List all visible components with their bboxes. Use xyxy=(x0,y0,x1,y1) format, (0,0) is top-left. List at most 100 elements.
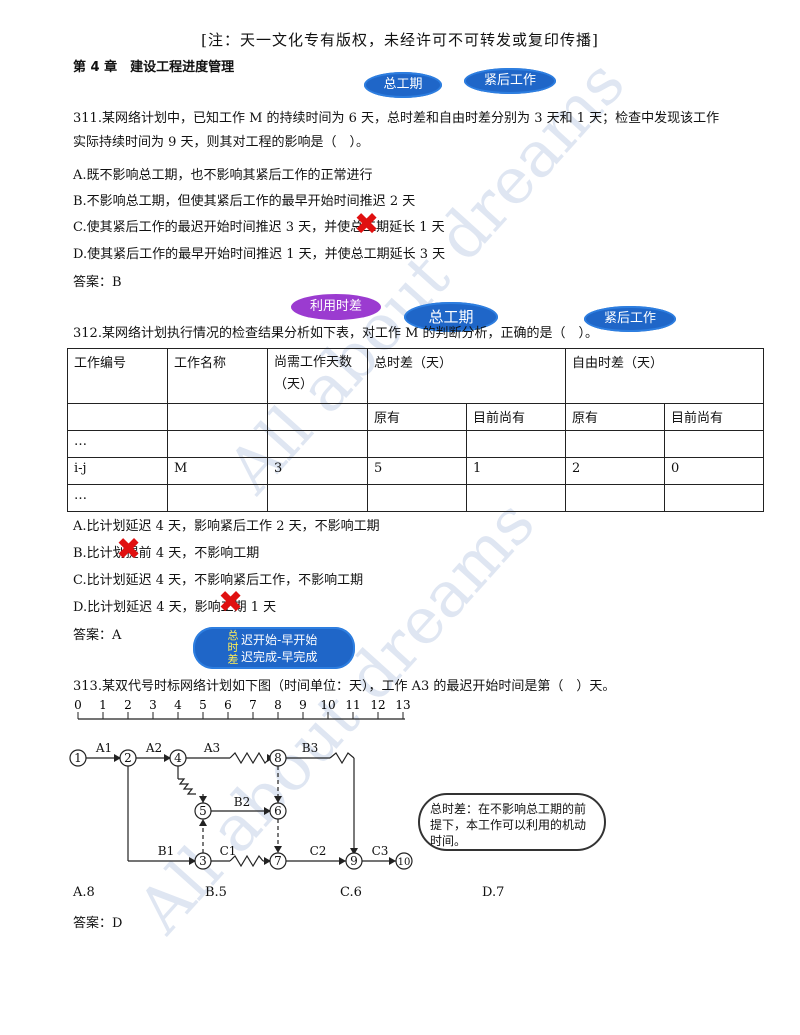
activity-label: B3 xyxy=(302,741,318,755)
node-8: 8 xyxy=(269,749,287,767)
q313-option-d: D.7 xyxy=(482,885,505,900)
axis-tick-label: 4 xyxy=(174,698,182,712)
node-2: 2 xyxy=(119,749,137,767)
q312-table: 工作编号 工作名称 尚需工作天数（天） 总时差（天） 自由时差（天） 原有 目前… xyxy=(67,348,764,512)
activity-label: C2 xyxy=(310,844,327,858)
table-cell xyxy=(367,430,467,458)
activity-label: C3 xyxy=(372,844,389,858)
table-header: 原有 xyxy=(565,403,665,431)
axis-tick-label: 12 xyxy=(370,698,385,712)
activity-label: A3 xyxy=(203,741,220,755)
q313-answer: 答案：D xyxy=(73,916,123,931)
node-9: 9 xyxy=(345,852,363,870)
table-cell: … xyxy=(67,484,168,512)
svg-text:6: 6 xyxy=(274,804,282,818)
node-3: 3 xyxy=(194,852,212,870)
node-7: 7 xyxy=(269,852,287,870)
table-cell xyxy=(565,430,665,458)
svg-text:10: 10 xyxy=(398,857,411,868)
table-header: 总时差（天） xyxy=(367,348,566,404)
table-cell xyxy=(167,430,268,458)
float-rule-side-label: 总时差 xyxy=(227,629,239,666)
q313-option-a: A.8 xyxy=(73,885,95,900)
axis-tick-label: 13 xyxy=(395,698,410,712)
chapter-title: 第 4 章 建设工程进度管理 xyxy=(73,60,235,75)
float-definition-note: 总时差：在不影响总工期的前提下，本工作可以利用的机动时间。 xyxy=(418,793,606,851)
q311-stem-line1: 311.某网络计划中，已知工作 M 的持续时间为 6 天，总时差和自由时差分别为… xyxy=(73,111,720,126)
table-header: 目前尚有 xyxy=(466,403,566,431)
svg-text:2: 2 xyxy=(124,751,132,765)
axis-tick-label: 7 xyxy=(249,698,257,712)
table-cell xyxy=(267,430,368,458)
axis-tick-label: 11 xyxy=(345,698,360,712)
table-cell xyxy=(267,484,368,512)
table-cell: 2 xyxy=(565,457,665,485)
table-cell: 3 xyxy=(267,457,368,485)
table-header: 工作名称 xyxy=(167,348,268,404)
svg-text:5: 5 xyxy=(199,804,207,818)
table-header: 原有 xyxy=(367,403,467,431)
q312-option-b: B.比计划提前 4 天，不影响工期 xyxy=(73,546,260,561)
activity-label: A2 xyxy=(145,741,162,755)
svg-text:8: 8 xyxy=(274,751,282,765)
axis-tick-label: 5 xyxy=(199,698,207,712)
annotation-bubble-utilize-float: 利用时差 xyxy=(291,294,381,320)
axis-tick-label: 9 xyxy=(299,698,307,712)
table-row: i-j M 3 5 1 2 0 xyxy=(67,457,764,485)
table-cell: 1 xyxy=(466,457,566,485)
cross-mark-icon: ✖ xyxy=(354,207,380,242)
time-axis-ticks xyxy=(77,712,404,719)
q312-option-c: C.比计划延迟 4 天，不影响紧后工作，不影响工期 xyxy=(73,573,364,588)
annotation-bubble-float-rule: 总时差 迟开始-早开始 迟完成-早完成 xyxy=(193,627,355,669)
axis-tick-label: 8 xyxy=(274,698,282,712)
annotation-bubble-total-duration: 总工期 xyxy=(364,72,442,98)
q311-option-c: C.使其紧后工作的最迟开始时间推迟 3 天，并使总工期延长 1 天 xyxy=(73,220,445,235)
table-cell xyxy=(67,403,168,431)
table-cell xyxy=(664,484,764,512)
axis-tick-label: 10 xyxy=(320,698,335,712)
node-5: 5 xyxy=(194,802,212,820)
table-cell: M xyxy=(167,457,268,485)
axis-tick-label: 6 xyxy=(224,698,232,712)
table-cell xyxy=(167,484,268,512)
q312-stem: 312.某网络计划执行情况的检查结果分析如下表，对工作 M 的判断分析，正确的是… xyxy=(73,326,599,341)
table-cell xyxy=(664,430,764,458)
activity-label: C1 xyxy=(220,844,237,858)
table-row: … xyxy=(67,430,764,458)
q311-stem-line2: 实际持续时间为 9 天，则其对工程的影响是（ ）。 xyxy=(73,135,370,150)
q312-option-a: A.比计划延迟 4 天，影响紧后工作 2 天，不影响工期 xyxy=(73,519,380,534)
node-1: 1 xyxy=(69,749,87,767)
axis-tick-label: 0 xyxy=(74,698,82,712)
table-header: 自由时差（天） xyxy=(565,348,764,404)
table-header: 工作编号 xyxy=(67,348,168,404)
axis-tick-label: 2 xyxy=(124,698,132,712)
svg-text:7: 7 xyxy=(274,854,282,868)
annotation-bubble-successor: 紧后工作 xyxy=(584,306,676,332)
table-cell xyxy=(367,484,467,512)
table-header: 目前尚有 xyxy=(664,403,764,431)
float-rule-line2: 迟完成-早完成 xyxy=(241,650,318,664)
q313-option-c: C.6 xyxy=(340,885,362,900)
axis-tick-label: 1 xyxy=(99,698,107,712)
q313-stem: 313.某双代号时标网络计划如下图（时间单位：天），工作 A3 的最迟开始时间是… xyxy=(73,679,616,694)
table-header: 尚需工作天数（天） xyxy=(267,348,368,404)
table-cell xyxy=(167,403,268,431)
node-4: 4 xyxy=(169,749,187,767)
q311-option-b: B.不影响总工期，但使其紧后工作的最早开始时间推迟 2 天 xyxy=(73,194,416,209)
q311-option-a: A.既不影响总工期，也不影响其紧后工作的正常进行 xyxy=(73,168,373,183)
node-10: 10 xyxy=(395,852,413,870)
activity-label: A1 xyxy=(95,741,112,755)
table-cell: i-j xyxy=(67,457,168,485)
q311-answer: 答案：B xyxy=(73,275,122,290)
cross-mark-icon: ✖ xyxy=(218,585,244,620)
q313-option-b: B.5 xyxy=(205,885,227,900)
table-cell: 0 xyxy=(664,457,764,485)
table-cell: … xyxy=(67,430,168,458)
table-row: … xyxy=(67,484,764,512)
activity-label: B1 xyxy=(158,844,174,858)
table-cell xyxy=(267,403,368,431)
table-cell xyxy=(466,430,566,458)
q312-answer: 答案：A xyxy=(73,628,122,643)
table-cell: 5 xyxy=(367,457,467,485)
network-diagram: 0 1 2 3 4 5 6 7 8 9 10 11 12 13 xyxy=(69,698,413,870)
